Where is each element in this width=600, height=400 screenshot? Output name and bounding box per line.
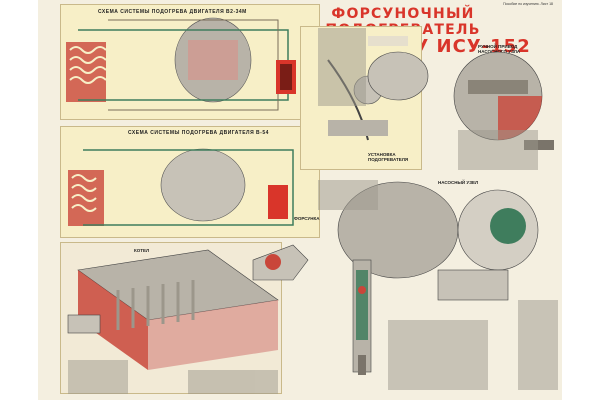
fuel-pump-diagram [352,259,372,375]
boiler-diagram [67,249,279,370]
poster: Пособие по изучению. Лист 18 ФОРСУНОЧНЫЙ… [38,0,562,400]
boiler-label: КОТЕЛ [134,248,150,253]
schema-v2-title: СХЕМА СИСТЕМЫ ПОДОГРЕВА ДВИГАТЕЛЯ В2-34М [98,9,247,15]
manual-drive-label: РУЧНОЙ ПРИВОД НАСОСНОГО УЗЛА [478,44,521,54]
legend-blocks [68,28,558,394]
schema-v2-diagram [66,17,296,111]
pump-unit-diagram [337,51,554,301]
small-print: Пособие по изучению. Лист 18 [503,2,553,6]
nozzle-label: ФОРСУНКА [294,216,320,221]
schema-v54-diagram [68,148,294,226]
pump-unit-label: НАСОСНЫЙ УЗЕЛ [438,180,479,185]
installation-label: УСТАНОВКА ПОДОГРЕВАТЕЛЯ [368,152,409,162]
schema-v54-title: СХЕМА СИСТЕМЫ ПОДОГРЕВА ДВИГАТЕЛЯ В-54 [128,130,269,136]
illustrations [66,17,558,394]
nozzle-diagram [252,244,309,281]
